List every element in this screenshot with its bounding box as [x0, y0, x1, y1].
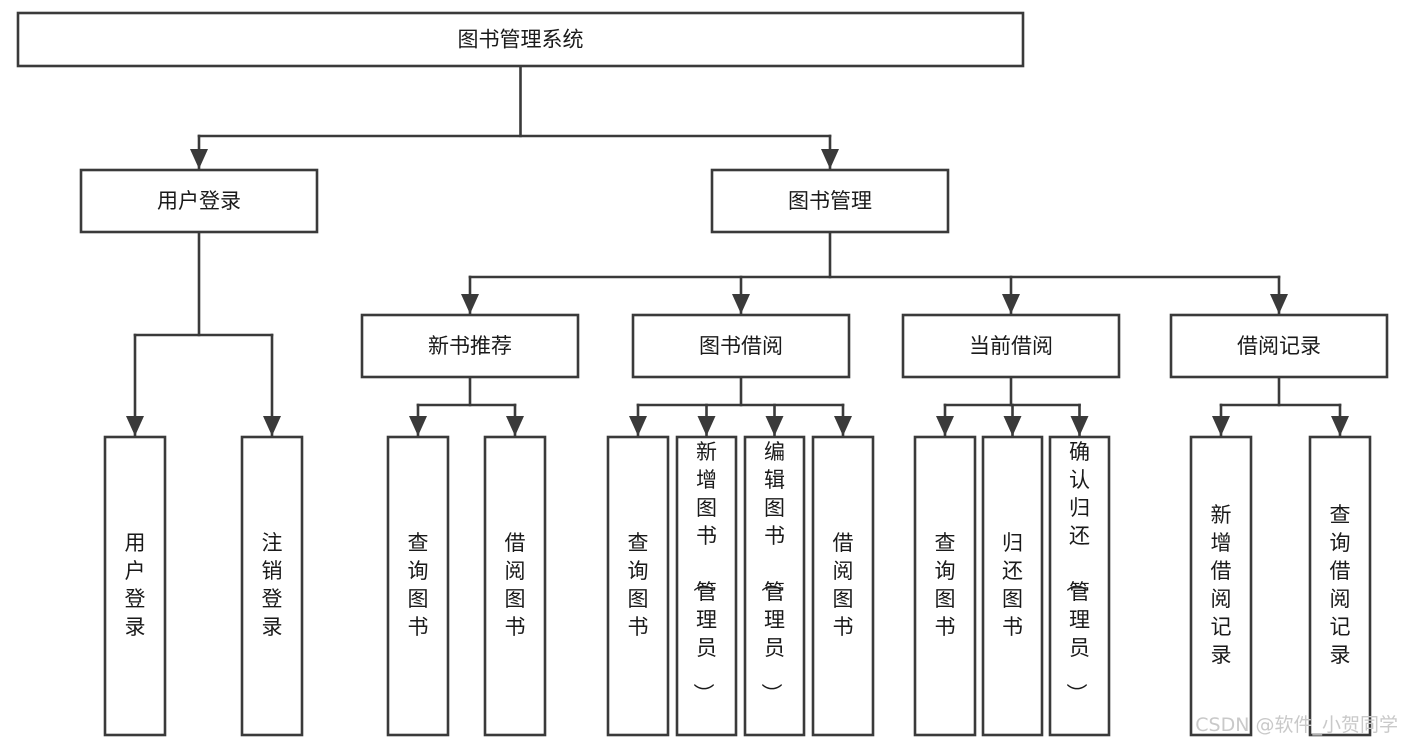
node-new-book-rec-label: 新书推荐 [428, 334, 512, 358]
node-leaf-query-book-3-label: 查询图书 [935, 531, 956, 639]
arrow-head-icon [697, 416, 716, 436]
node-current-borrow-label: 当前借阅 [969, 334, 1053, 358]
node-new-book-rec-box[interactable] [360, 313, 580, 379]
node-leaf-borrow-book-2-box[interactable] [811, 435, 875, 737]
node-user-login-box[interactable] [79, 168, 319, 234]
node-root[interactable]: 图书管理系统 [16, 11, 1025, 68]
node-leaf-add-book-box[interactable] [675, 435, 738, 737]
node-leaf-return-book-label: 归还图书 [1002, 531, 1023, 639]
arrow-head-icon [1270, 294, 1288, 314]
arrow-head-icon [126, 416, 144, 436]
node-leaf-query-record-box[interactable] [1308, 435, 1372, 737]
node-leaf-query-book-1-label: 查询图书 [408, 531, 429, 639]
arrow-head-icon [821, 149, 839, 169]
node-user-login[interactable]: 用户登录 [79, 168, 319, 234]
node-leaf-query-book-2-label: 查询图书 [628, 531, 649, 639]
arrow-head-icon [732, 294, 750, 314]
node-leaf-query-book-3-box[interactable] [913, 435, 977, 737]
arrow-head-icon [263, 416, 281, 436]
node-leaf-query-book-3[interactable]: 查询图书 [913, 435, 977, 737]
node-leaf-user-logout-box[interactable] [240, 435, 304, 737]
node-leaf-confirm-return-label: 确认归还（管理员） [1064, 440, 1090, 704]
connector-lines-layer [126, 64, 1349, 438]
node-leaf-add-book-label: 新增图书（管理员） [691, 440, 717, 704]
nodes-layer: 图书管理系统用户登录图书管理新书推荐图书借阅当前借阅借阅记录用户登录注销登录查询… [16, 11, 1389, 737]
node-book-manage[interactable]: 图书管理 [710, 168, 950, 234]
arrow-head-icon [409, 416, 427, 436]
node-leaf-borrow-book-1-label: 借阅图书 [505, 531, 526, 639]
node-leaf-confirm-return[interactable]: 确认归还（管理员） [1048, 435, 1111, 737]
node-leaf-add-book[interactable]: 新增图书（管理员） [675, 435, 738, 737]
node-leaf-return-book-box[interactable] [981, 435, 1044, 737]
arrow-head-icon [936, 416, 954, 436]
arrow-head-icon [1070, 416, 1089, 436]
node-leaf-edit-book-label: 编辑图书（管理员） [759, 440, 785, 704]
node-leaf-user-login[interactable]: 用户登录 [103, 435, 167, 737]
node-leaf-add-record-box[interactable] [1189, 435, 1253, 737]
node-leaf-query-record-label: 查询借阅记录 [1330, 503, 1351, 667]
node-new-book-rec[interactable]: 新书推荐 [360, 313, 580, 379]
node-leaf-user-logout[interactable]: 注销登录 [240, 435, 304, 737]
node-leaf-return-book[interactable]: 归还图书 [981, 435, 1044, 737]
node-borrow-record-box[interactable] [1169, 313, 1389, 379]
node-leaf-borrow-book-1[interactable]: 借阅图书 [483, 435, 547, 737]
node-leaf-edit-book[interactable]: 编辑图书（管理员） [743, 435, 806, 737]
watermark-label: CSDN @软件_小贺同学 [1195, 714, 1398, 736]
node-book-borrow[interactable]: 图书借阅 [631, 313, 851, 379]
node-leaf-confirm-return-box[interactable] [1048, 435, 1111, 737]
arrow-head-icon [1003, 416, 1022, 436]
node-leaf-query-book-2-box[interactable] [606, 435, 670, 737]
node-borrow-record[interactable]: 借阅记录 [1169, 313, 1389, 379]
node-root-box[interactable] [16, 11, 1025, 68]
node-leaf-add-record[interactable]: 新增借阅记录 [1189, 435, 1253, 737]
node-leaf-query-book-1-box[interactable] [386, 435, 450, 737]
arrow-head-icon [834, 416, 852, 436]
node-current-borrow[interactable]: 当前借阅 [901, 313, 1121, 379]
arrow-head-icon [506, 416, 524, 436]
node-root-label: 图书管理系统 [458, 28, 584, 52]
node-book-borrow-box[interactable] [631, 313, 851, 379]
node-borrow-record-label: 借阅记录 [1237, 334, 1321, 358]
node-leaf-user-login-box[interactable] [103, 435, 167, 737]
node-leaf-borrow-book-2[interactable]: 借阅图书 [811, 435, 875, 737]
node-book-manage-box[interactable] [710, 168, 950, 234]
node-user-login-label: 用户登录 [157, 189, 241, 213]
node-current-borrow-box[interactable] [901, 313, 1121, 379]
arrow-head-icon [461, 294, 479, 314]
node-leaf-query-book-2[interactable]: 查询图书 [606, 435, 670, 737]
arrow-head-icon [1002, 294, 1020, 314]
arrow-head-icon [1212, 416, 1230, 436]
node-leaf-add-record-label: 新增借阅记录 [1211, 503, 1232, 667]
node-leaf-user-logout-label: 注销登录 [262, 531, 283, 639]
node-leaf-edit-book-box[interactable] [743, 435, 806, 737]
node-leaf-query-book-1[interactable]: 查询图书 [386, 435, 450, 737]
node-book-manage-label: 图书管理 [788, 189, 872, 213]
arrow-head-icon [190, 149, 208, 169]
node-leaf-query-record[interactable]: 查询借阅记录 [1308, 435, 1372, 737]
arrow-head-icon [629, 416, 647, 436]
node-leaf-user-login-label: 用户登录 [125, 531, 146, 639]
node-leaf-borrow-book-2-label: 借阅图书 [833, 531, 854, 639]
arrow-head-icon [1331, 416, 1349, 436]
node-book-borrow-label: 图书借阅 [699, 334, 783, 358]
node-leaf-borrow-book-1-box[interactable] [483, 435, 547, 737]
arrow-head-icon [765, 416, 784, 436]
